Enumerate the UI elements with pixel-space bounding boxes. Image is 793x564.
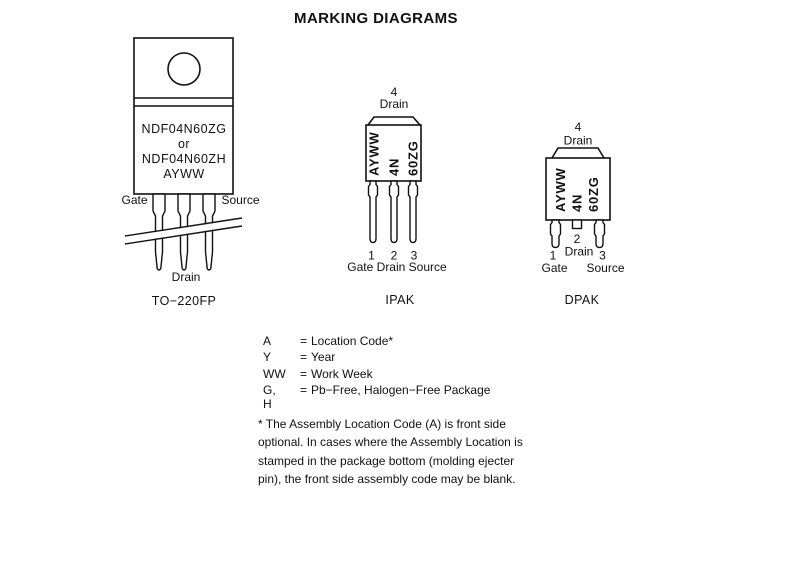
footnote-line: pin), the front side assembly code may b… — [258, 471, 516, 486]
footnote-line: stamped in the package bottom (molding e… — [258, 453, 515, 468]
dpak-pin3-label: Source — [586, 261, 624, 275]
ipak-pin2-number: 2 — [391, 249, 398, 263]
dpak-marking-ayww: AYWW — [553, 167, 568, 212]
dpak-pin-source — [593, 219, 606, 249]
ipak-marking-ayww: AYWW — [367, 131, 382, 176]
dpak-pin1-number: 1 — [550, 249, 557, 263]
ipak-pin-gate — [367, 180, 379, 244]
to220fp-marking-line3: NDF04N60ZH — [142, 152, 226, 166]
legend-equals: = — [300, 350, 308, 365]
legend-symbol: Y — [263, 350, 272, 365]
to220fp-gate-label: Gate — [121, 193, 147, 207]
ipak-pin4-number: 4 — [391, 85, 398, 99]
ipak-package-drawing: 4 Drain AYWW 4N 60ZG 1 2 3 Gate Drain So… — [347, 85, 447, 307]
page-title: MARKING DIAGRAMS — [294, 10, 458, 27]
legend-symbol: G, H — [263, 382, 276, 411]
legend-equals: = — [300, 334, 308, 348]
legend-desc: Year — [311, 350, 336, 365]
lead-break-line — [124, 217, 243, 237]
dpak-pin2-label: Drain — [565, 245, 594, 259]
ipak-pin1-number: 1 — [368, 249, 375, 263]
dpak-pin-drain-stub — [571, 219, 583, 230]
to220fp-drain-label: Drain — [172, 270, 201, 284]
to220fp-marking-line4: AYWW — [163, 167, 204, 181]
dpak-marking-60zg: 60ZG — [586, 176, 601, 212]
legend-desc: Work Week — [311, 366, 373, 381]
dpak-pin3-number: 3 — [599, 249, 606, 263]
legend-symbol: WW — [263, 366, 286, 381]
footnote-line: optional. In cases where the Assembly Lo… — [258, 435, 523, 450]
ipak-pin-labels: Gate Drain Source — [347, 260, 447, 274]
assembly-location-footnote: * The Assembly Location Code (A) is fron… — [258, 415, 523, 488]
legend-symbol: A — [263, 334, 272, 348]
dpak-pin-gate — [549, 219, 562, 249]
legend-desc: Location Code* — [311, 334, 394, 348]
legend-desc: Pb−Free, Halogen−Free Package — [311, 382, 491, 397]
ipak-pin-drain — [388, 180, 400, 244]
legend-equals: = — [300, 366, 308, 381]
ipak-pin3-number: 3 — [411, 249, 418, 263]
to220fp-marking-line2: or — [178, 137, 190, 151]
ipak-package-name: IPAK — [385, 293, 414, 307]
dpak-marking-4n: 4N — [570, 194, 585, 212]
footnote-line: * The Assembly Location Code (A) is fron… — [258, 417, 506, 431]
dpak-pin4-number: 4 — [575, 120, 582, 134]
to220fp-marking-line1: NDF04N60ZG — [142, 122, 227, 136]
to220fp-mounting-hole — [167, 52, 201, 86]
ipak-tab — [367, 116, 421, 126]
to220fp-package-name: TO−220FP — [152, 294, 216, 308]
to220fp-source-label: Source — [221, 193, 259, 207]
dpak-body — [545, 157, 611, 221]
dpak-pin2-number: 2 — [574, 232, 581, 246]
lead-break-line — [124, 225, 243, 245]
lead-break-band — [125, 218, 242, 244]
ipak-pin4-label: Drain — [380, 97, 409, 111]
ipak-marking-4n: 4N — [387, 158, 402, 176]
to220fp-body — [133, 37, 234, 195]
dpak-tab — [551, 147, 605, 159]
legend-equals: = — [300, 382, 308, 397]
to220fp-package-drawing: NDF04N60ZG or NDF04N60ZH AYWW Gate Sourc… — [121, 37, 260, 308]
dpak-pin1-label: Gate — [541, 261, 567, 275]
dpak-package-name: DPAK — [565, 293, 600, 307]
ipak-marking-60zg: 60ZG — [406, 140, 421, 176]
ipak-body — [365, 124, 422, 182]
dpak-package-drawing: 4 Drain AYWW 4N 60ZG 2 Drain 1 3 Gate So… — [541, 120, 624, 307]
ipak-pin-source — [407, 180, 419, 244]
dpak-pin4-label: Drain — [564, 134, 593, 148]
